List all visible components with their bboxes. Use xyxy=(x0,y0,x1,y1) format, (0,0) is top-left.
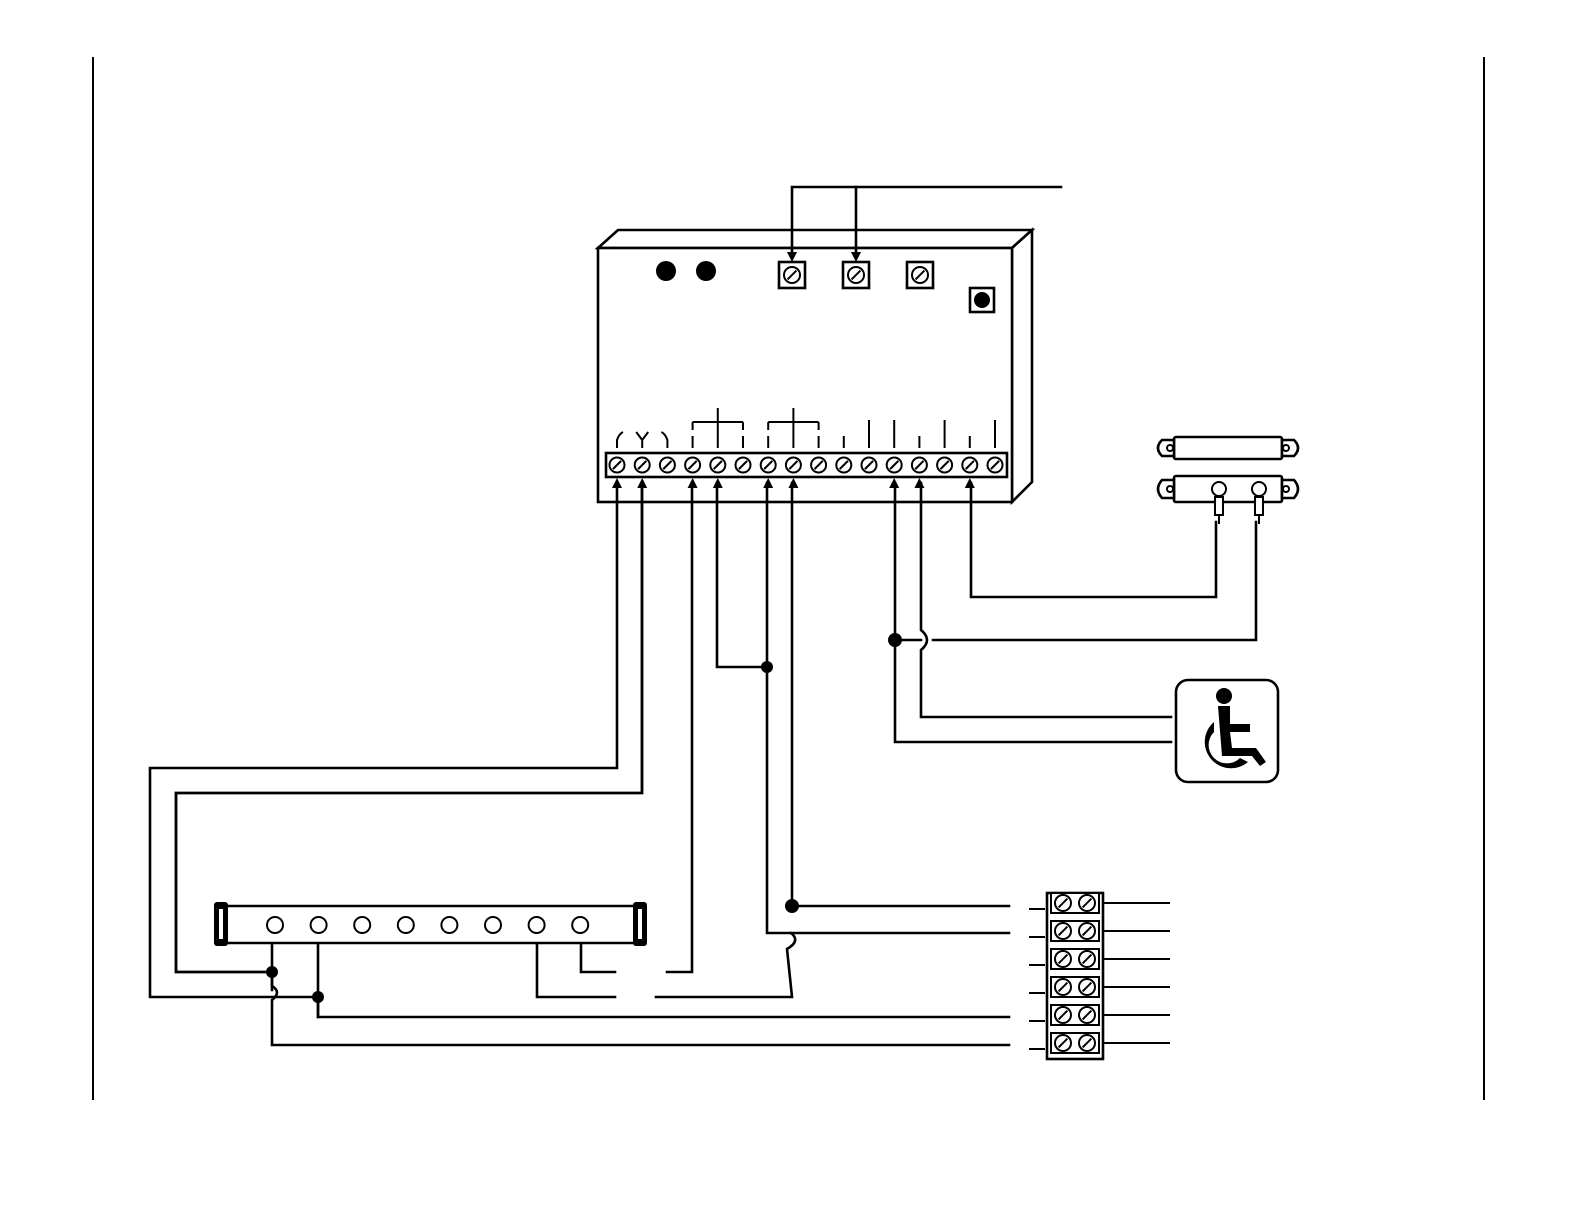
wire-t7 xyxy=(656,483,795,997)
junction-dot xyxy=(761,661,773,673)
junction-dot xyxy=(266,966,278,978)
junction-dot xyxy=(888,633,902,647)
sensor-indicator-8-icon xyxy=(572,917,588,933)
terminal-block xyxy=(1047,893,1103,1059)
magnet-half xyxy=(1158,437,1298,459)
door-contact-switch xyxy=(1158,437,1298,524)
wire-t2-path xyxy=(176,483,1009,1045)
sensor-indicator-1-icon xyxy=(267,917,283,933)
status-led-2-icon xyxy=(696,261,716,281)
junction-dot xyxy=(785,899,799,913)
wire-t8 xyxy=(792,483,1009,906)
handicap-push-plate xyxy=(1176,680,1278,782)
control-module xyxy=(598,230,1032,502)
status-led-1-icon xyxy=(656,261,676,281)
reset-button-icon[interactable] xyxy=(974,292,990,308)
contact-screw-icon xyxy=(1212,482,1226,496)
sensor-indicator-7-icon xyxy=(529,917,545,933)
wire-t13 xyxy=(921,483,1171,717)
sensor-bar xyxy=(214,902,647,946)
wire-contact-b xyxy=(895,522,1256,640)
sensor-indicator-3-icon xyxy=(354,917,370,933)
switch-half xyxy=(1158,476,1298,524)
wire-t12 xyxy=(895,483,1171,742)
wire-t5 xyxy=(717,483,767,667)
sensor-indicator-2-icon xyxy=(311,917,327,933)
contact-screw-icon xyxy=(1252,482,1266,496)
sensor-indicator-6-icon xyxy=(485,917,501,933)
wire-sensor-lead-b xyxy=(581,943,615,972)
trimmer-group[interactable] xyxy=(779,262,933,288)
sensor-indicator-4-icon xyxy=(398,917,414,933)
wire-t4 xyxy=(667,483,692,972)
junction-dot xyxy=(312,991,324,1003)
wire-sensor-lead-a xyxy=(537,943,615,997)
control-module-side-face xyxy=(1012,230,1032,502)
sensor-indicator-5-icon xyxy=(441,917,457,933)
control-module-top-face xyxy=(598,230,1032,248)
